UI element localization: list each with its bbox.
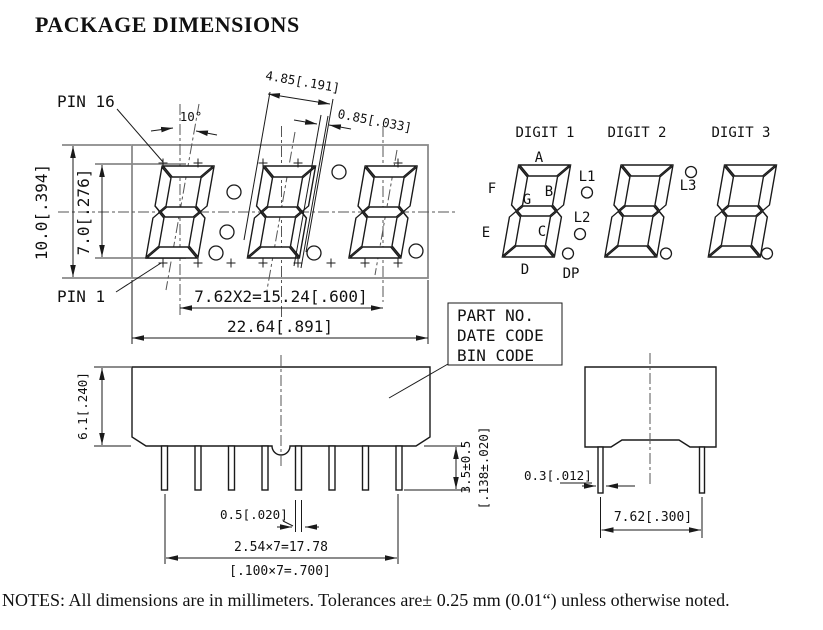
end-pin-left [597,446,604,494]
marking-line-3: BIN CODE [457,346,534,365]
l3-circle [684,165,698,179]
digit3-label: DIGIT 3 [711,125,770,141]
page-title: PACKAGE DIMENSIONS [35,12,300,37]
pin16-leader [116,108,164,163]
front-view: PIN 16 PIN 1 10° 4.85[.191] 0.85[.033] 1… [32,68,456,344]
end-view: 0.3[.012] 7.62[.300] [524,353,717,538]
package-height-dim: 10.0[.394] [32,164,51,260]
segment-dp-label: DP [563,266,580,282]
segment-a-label: A [535,150,544,166]
side-view: 6.1[.240] 3.5±0.5 [.138±.020] 0.5[.020] … [75,302,563,579]
dp1-led [208,245,224,261]
digit-height-dim: 7.0[.276] [74,169,93,256]
l2-led [219,224,235,240]
dp3-led [408,243,424,259]
digit2-label: DIGIT 2 [607,125,666,141]
lead-length-in-dim: [.138±.020] [476,427,491,510]
digit-3-segments [707,164,778,258]
package-width-dim: 22.64[.891] [227,317,333,336]
l1-led [226,184,242,200]
dp1-circle [561,247,575,260]
l3-label: L3 [680,178,697,194]
lead-length-dim: 3.5±0.5 [458,441,473,494]
marking-line-2: DATE CODE [457,326,544,345]
l2-circle [573,227,587,241]
l3-led [331,164,347,180]
segment-g-label: G [523,192,531,208]
segment-f-label: F [488,181,496,197]
angle-dim: 10° [180,109,203,124]
body-height-dim: 6.1[.240] [75,372,90,440]
lead-pitch-in-dim: [.100×7=.700] [229,564,331,579]
segment-offset-dim: 0.85[.033] [336,106,413,135]
side-pins [160,445,403,491]
segment-b-label: B [545,184,553,200]
end-pin-right [698,446,706,494]
lead-thickness-dim: 0.3[.012] [524,468,592,483]
l1-circle [580,186,594,199]
led-circles [208,164,424,261]
lead-width-dim: 0.5[.020] [220,507,288,522]
pin1-label: PIN 1 [57,287,105,306]
dp2-circle [659,247,673,260]
segment-d-label: D [521,262,529,278]
segment-diagram: DIGIT 1 DIGIT 2 DIGIT 3 A F B G E C D DP… [482,125,778,282]
l2-label: L2 [574,210,591,226]
digit-width-dim: 4.85[.191] [264,68,341,96]
digit-1-segments [501,164,572,258]
digit-2-segments [604,164,674,258]
l1-label: L1 [579,169,596,185]
dp2-led [306,245,322,261]
extension-lines [62,144,186,279]
digit-pitch-dim: 7.62X2=15.24[.600] [194,287,367,306]
pin16-label: PIN 16 [57,92,115,111]
digit1-label: DIGIT 1 [515,125,574,141]
lead-pitch-dim: 2.54×7=17.78 [234,540,328,555]
row-spacing-dim: 7.62[.300] [614,510,692,525]
segment-e-label: E [482,225,490,241]
dp3-circle [760,247,774,260]
marking-leader [388,363,449,399]
package-drawing: PIN 16 PIN 1 10° 4.85[.191] 0.85[.033] 1… [32,68,778,579]
marking-line-1: PART NO. [457,306,534,325]
marking-callout-box [447,302,563,366]
top-dimensions [150,91,352,269]
segment-c-label: C [538,224,546,240]
notes-text: NOTES: All dimensions are in millimeters… [2,590,730,610]
pin1-leader [115,262,162,293]
